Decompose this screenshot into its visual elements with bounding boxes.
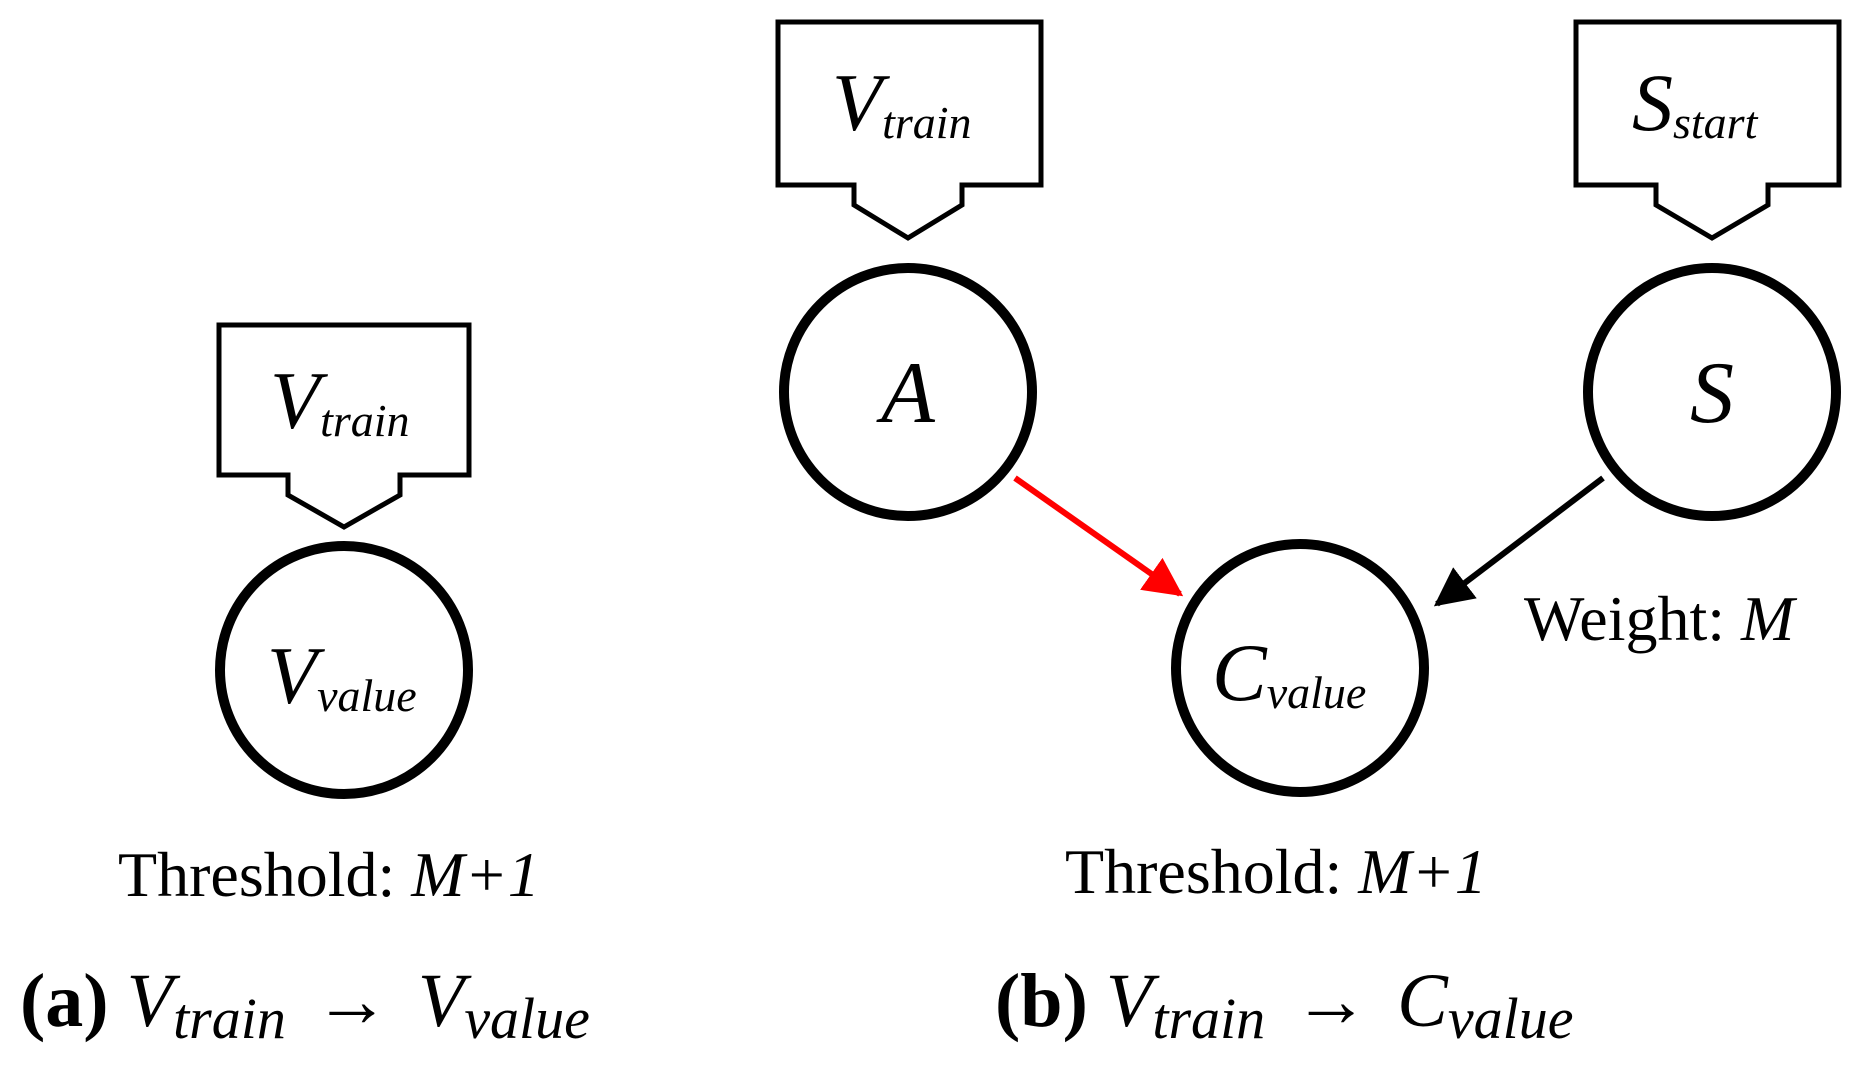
- threshold-label-a: Threshold: M+1: [118, 839, 540, 910]
- spike-source-v-train-a: Vtrain: [216, 322, 472, 530]
- panel-a: Vtrain Vvalue Threshold: M+1 (a)Vtrain→V…: [20, 322, 590, 1051]
- threshold-label-b: Threshold: M+1: [1065, 836, 1487, 907]
- svg-text:Vtrain: Vtrain: [270, 355, 410, 446]
- neuron-s-label: S: [1690, 345, 1734, 442]
- source-s-start-base: S: [1632, 57, 1673, 148]
- source-a-base: V: [270, 355, 328, 446]
- source-b-sub: train: [882, 97, 971, 148]
- neuron-c-value-sub: value: [1267, 667, 1367, 718]
- caption-b: (b)Vtrain→Cvalue: [995, 959, 1573, 1051]
- caption-a-letter: (a): [20, 959, 109, 1043]
- neuron-v-value: Vvalue: [215, 541, 473, 799]
- neuron-a-label: A: [876, 345, 936, 442]
- edge-a-to-c-value: [1013, 475, 1184, 597]
- svg-text:Vtrain: Vtrain: [832, 57, 972, 148]
- panel-b: Vtrain Sstart A S Cvalue We: [775, 19, 1842, 1051]
- weight-label: Weight: M: [1524, 583, 1798, 654]
- neuron-c-value: Cvalue: [1171, 539, 1429, 797]
- svg-text:Vvalue: Vvalue: [267, 630, 417, 721]
- caption-a: (a)Vtrain→Vvalue: [20, 959, 590, 1051]
- svg-text:Cvalue: Cvalue: [1212, 627, 1366, 718]
- source-s-start-sub: start: [1673, 97, 1759, 148]
- neuron-v-value-sub: value: [317, 670, 417, 721]
- spike-source-v-train-b: Vtrain: [775, 19, 1044, 241]
- neuron-c-value-base: C: [1212, 627, 1268, 718]
- edge-s-to-c-value: [1433, 475, 1605, 607]
- source-a-sub: train: [320, 395, 409, 446]
- spike-source-s-start: Sstart: [1573, 19, 1842, 241]
- neuron-s: S: [1583, 263, 1841, 521]
- caption-b-letter: (b): [995, 959, 1088, 1043]
- svg-text:Sstart: Sstart: [1632, 57, 1759, 148]
- neuron-v-value-base: V: [267, 630, 325, 721]
- source-b-base: V: [832, 57, 890, 148]
- neuron-a: A: [779, 263, 1037, 521]
